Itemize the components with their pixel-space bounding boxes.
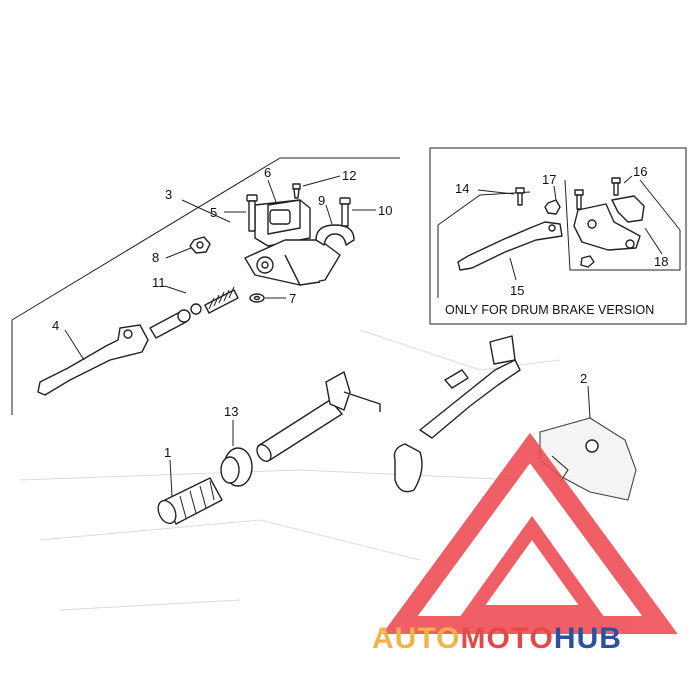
leader-3 [181, 199, 231, 223]
watermark-brand-text: AUTOMOTOHUB [372, 622, 622, 655]
pin-14-part [515, 187, 525, 206]
callout-10: 10 [378, 203, 392, 218]
callout-4: 4 [52, 318, 59, 333]
group-frame-3 [11, 157, 400, 415]
callout-7: 7 [289, 291, 296, 306]
inset-frame-lines [437, 179, 681, 298]
bracket-18-part [573, 203, 641, 268]
brand-part-moto: MOTO [460, 622, 553, 655]
callout-11: 11 [152, 275, 166, 290]
screw-5-part [246, 194, 258, 232]
callout-14: 14 [455, 181, 469, 196]
watermark-logo [382, 432, 678, 634]
callout-1: 1 [164, 445, 171, 460]
lever-15-part [457, 221, 563, 271]
master-cylinder-part [244, 199, 341, 286]
callout-3: 3 [165, 187, 172, 202]
callout-18: 18 [654, 254, 668, 269]
hand-guard-2-part [539, 417, 637, 501]
callout-8: 8 [152, 250, 159, 265]
inset-caption: ONLY FOR DRUM BRAKE VERSION [445, 303, 654, 317]
piston-kit-11-part [149, 286, 239, 339]
callout-5: 5 [210, 205, 217, 220]
background-ghost-lines [19, 329, 561, 611]
brand-part-auto: AUTO [372, 622, 460, 655]
callout-2: 2 [580, 371, 587, 386]
ring-13-part [220, 447, 253, 487]
screw-10-part [339, 197, 351, 227]
screw-12-part [292, 183, 301, 199]
brand-part-hub: HUB [554, 622, 622, 655]
grip-1-part [157, 477, 223, 525]
clamp-16-part [611, 177, 645, 223]
callout-13: 13 [224, 404, 238, 419]
callout-9: 9 [318, 193, 325, 208]
callout-15: 15 [510, 283, 524, 298]
nut-8-part [189, 236, 211, 254]
clamp-9-part [315, 224, 355, 246]
callout-6: 6 [264, 165, 271, 180]
washer-7-part [249, 293, 265, 303]
callout-17: 17 [542, 172, 556, 187]
svg-text:AUTOMOTOHUB: AUTOMOTOHUB [372, 622, 622, 655]
inset-box [429, 147, 687, 325]
callout-12: 12 [342, 168, 356, 183]
callout-16: 16 [633, 164, 647, 179]
handlebar-part [256, 335, 521, 493]
brake-lever-4-part [37, 324, 149, 396]
